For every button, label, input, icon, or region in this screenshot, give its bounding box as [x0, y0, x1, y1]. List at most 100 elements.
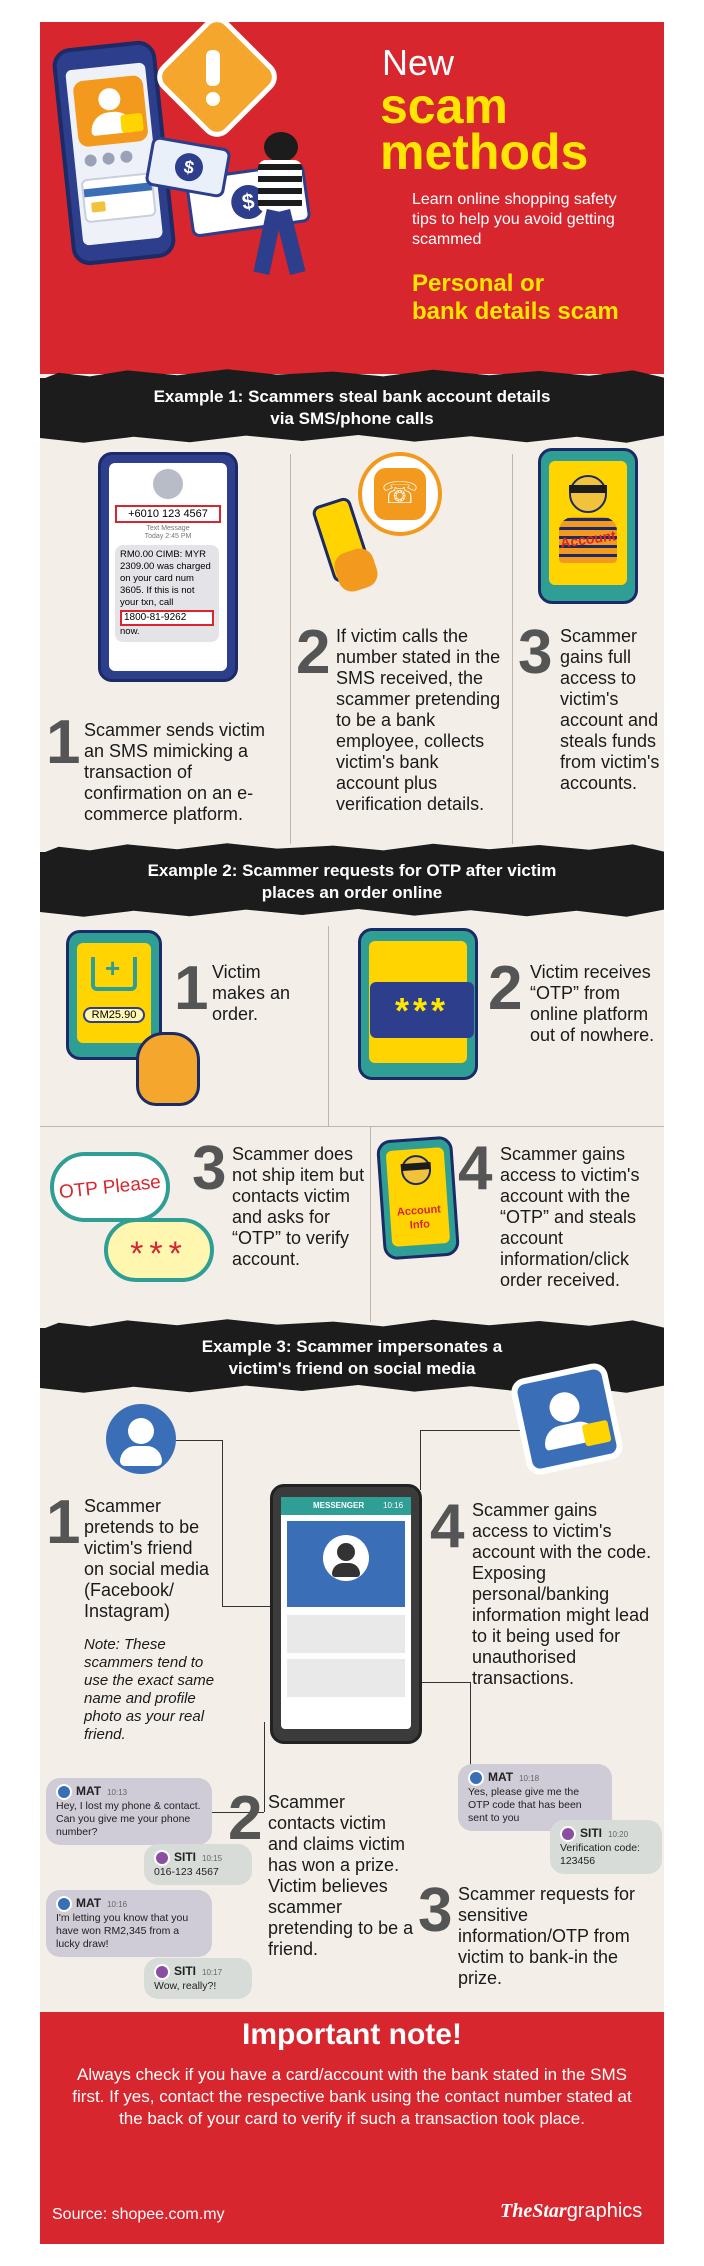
header: $ $ New scam methods Learn online shoppi… — [40, 22, 664, 374]
otp-message-bubble: *** — [370, 982, 474, 1038]
example3-note: Note: These scammers tend to use the exa… — [84, 1636, 215, 1743]
profile-card — [287, 1521, 405, 1607]
example2-step3-text: Scammer does not ship item but contacts … — [232, 1144, 365, 1269]
chat-sender: MAT — [76, 1783, 102, 1798]
sms-phone: +6010 123 4567 Text Message Today 2:45 P… — [98, 452, 238, 682]
example2-title: Example 2: Scammer requests for OTP afte… — [40, 852, 664, 908]
siti-avatar-icon — [560, 1826, 576, 1842]
chat-message: SITI 10:20 Verification code: 123456 — [550, 1820, 662, 1874]
otp-stars: *** — [394, 990, 450, 1031]
chat-text: Verification code: 123456 — [560, 1842, 640, 1867]
brand-graphics: graphics — [566, 2200, 643, 2222]
sms-kind: Text Message — [146, 525, 190, 532]
cart-price: RM25.90 — [83, 1007, 145, 1023]
example1-title-line2: via SMS/phone calls — [270, 409, 434, 428]
sms-bubble: RM0.00 CIMB: MYR 2309.00 was charged on … — [115, 545, 219, 642]
important-note-title: Important note! — [242, 2018, 462, 2051]
example3-step2-text: Scammer contacts victim and claims victi… — [268, 1792, 414, 1959]
otp-please-text: OTP Please — [58, 1171, 162, 1204]
messenger-time: 10:16 — [383, 1501, 404, 1510]
example2-step1-text: Victim makes an order. — [212, 962, 291, 1024]
mat-avatar-icon — [56, 1784, 72, 1800]
chat-sender: MAT — [76, 1895, 102, 1910]
chat-text: Yes, please give me the OTP code that ha… — [468, 1786, 582, 1824]
example1-step1-number: 1 — [46, 708, 81, 777]
account-phone: Account — [538, 448, 638, 604]
chat-message: MAT 10:18 Yes, please give me the OTP cod… — [458, 1764, 612, 1831]
example1-title: Example 1: Scammers steal bank account d… — [40, 378, 664, 434]
example3-step3-number: 3 — [418, 1876, 453, 1945]
otp-please-bubble: OTP Please — [50, 1152, 170, 1222]
chat-text: 016-123 4567 — [154, 1866, 219, 1878]
example3-title-line1: Example 3: Scammer impersonates a — [201, 1337, 503, 1356]
cart-phone: + RM25.90 — [66, 930, 162, 1060]
example3-step4-text: Scammer gains access to victim's account… — [472, 1500, 652, 1688]
example1-title-line1: Example 1: Scammers steal bank account d… — [153, 387, 551, 406]
example2-title-line2: places an order online — [261, 883, 443, 902]
user-lock-icon — [72, 74, 149, 148]
mat-avatar-icon — [468, 1770, 484, 1786]
account-info-phone: Account Info — [375, 1135, 461, 1261]
chat-time: 10:16 — [107, 1899, 128, 1909]
example3-step1-text: Scammer pretends to be victim's friend o… — [84, 1496, 210, 1621]
example1-step2-text: If victim calls the number stated in the… — [336, 626, 501, 814]
example1-step3-number: 3 — [518, 618, 553, 687]
header-title-new: New — [382, 42, 455, 83]
shopping-cart-icon: + — [91, 955, 137, 991]
scammer-figure — [250, 132, 310, 282]
chat-message: MAT 10:13 Hey, I lost my phone & contact.… — [46, 1778, 212, 1845]
example2-step4-text: Scammer gains access to victim's account… — [500, 1144, 640, 1290]
chat-time: 10:20 — [608, 1829, 629, 1839]
messenger-bar: MESSENGER 10:16 — [281, 1497, 411, 1515]
sms-tail: now. — [120, 626, 140, 637]
messenger-phone: MESSENGER 10:16 — [270, 1484, 422, 1744]
example2-step3-number: 3 — [192, 1134, 227, 1203]
example1-step3-text: Scammer gains full access to victim's ac… — [560, 626, 660, 793]
chat-sender: SITI — [174, 1849, 197, 1864]
important-note: Important note! Always check if you have… — [40, 2012, 664, 2244]
example3-step3-text: Scammer requests for sensitive informati… — [458, 1884, 636, 1988]
example2-step2-text: Victim receives “OTP” from online platfo… — [530, 962, 655, 1045]
infographic: $ $ New scam methods Learn online shoppi… — [40, 22, 664, 2244]
header-title-methods: methods — [380, 124, 589, 180]
example1-step1-text: Scammer sends victim an SMS mimicking a … — [84, 720, 266, 824]
chat-text: I'm letting you know that you have won R… — [56, 1912, 189, 1950]
chat-time: 10:18 — [519, 1773, 540, 1783]
example3-step2-number: 2 — [228, 1784, 263, 1853]
example1-step2-number: 2 — [296, 618, 331, 687]
chat-time: 10:17 — [202, 1967, 223, 1977]
chat-time: 10:15 — [202, 1853, 223, 1863]
otp-stars-red: *** — [130, 1235, 188, 1273]
brand-star: TheStar — [500, 2200, 567, 2222]
chat-sender: SITI — [580, 1825, 603, 1840]
source-credit: Source: shopee.com.my — [52, 2206, 225, 2223]
example2-step1-number: 1 — [174, 954, 209, 1023]
phone-call-icon: ☏ — [358, 452, 442, 536]
chat-time: 10:13 — [107, 1787, 128, 1797]
chat-sender: MAT — [488, 1769, 514, 1784]
profile-avatar-icon — [323, 1535, 369, 1581]
otp-stars-bubble: *** — [104, 1218, 214, 1282]
header-subtitle: Learn online shopping safety tips to hel… — [412, 191, 617, 248]
category-line1: Personal or — [412, 270, 545, 297]
chat-message: SITI 10:15 016-123 4567 — [144, 1844, 252, 1885]
chat-message: MAT 10:16 I'm letting you know that you h… — [46, 1890, 212, 1957]
chat-text: Wow, really?! — [154, 1980, 217, 1992]
example3-step4-number: 4 — [430, 1492, 465, 1561]
sms-callback-number: 1800-81-9262 — [120, 610, 214, 626]
example3-title-line2: victim's friend on social media — [228, 1359, 476, 1378]
sms-time: Today 2:45 PM — [144, 533, 192, 540]
locked-account-icon — [508, 1360, 626, 1478]
sms-sender-number: +6010 123 4567 — [115, 505, 221, 523]
siti-avatar-icon — [154, 1964, 170, 1980]
header-title-scam: scam — [380, 78, 508, 134]
tapping-hand-icon — [136, 1032, 200, 1106]
chat-message: SITI 10:17 Wow, really?! — [144, 1958, 252, 1999]
brand-logo: TheStargraphics — [500, 2200, 642, 2223]
messenger-label: MESSENGER — [313, 1501, 365, 1510]
account-info-label-2: Info — [409, 1218, 431, 1232]
example2-title-line1: Example 2: Scammer requests for OTP afte… — [147, 861, 557, 880]
chat-text: Hey, I lost my phone & contact. Can you … — [56, 1800, 201, 1838]
example2-step2-number: 2 — [488, 954, 523, 1023]
chat-sender: SITI — [174, 1963, 197, 1978]
